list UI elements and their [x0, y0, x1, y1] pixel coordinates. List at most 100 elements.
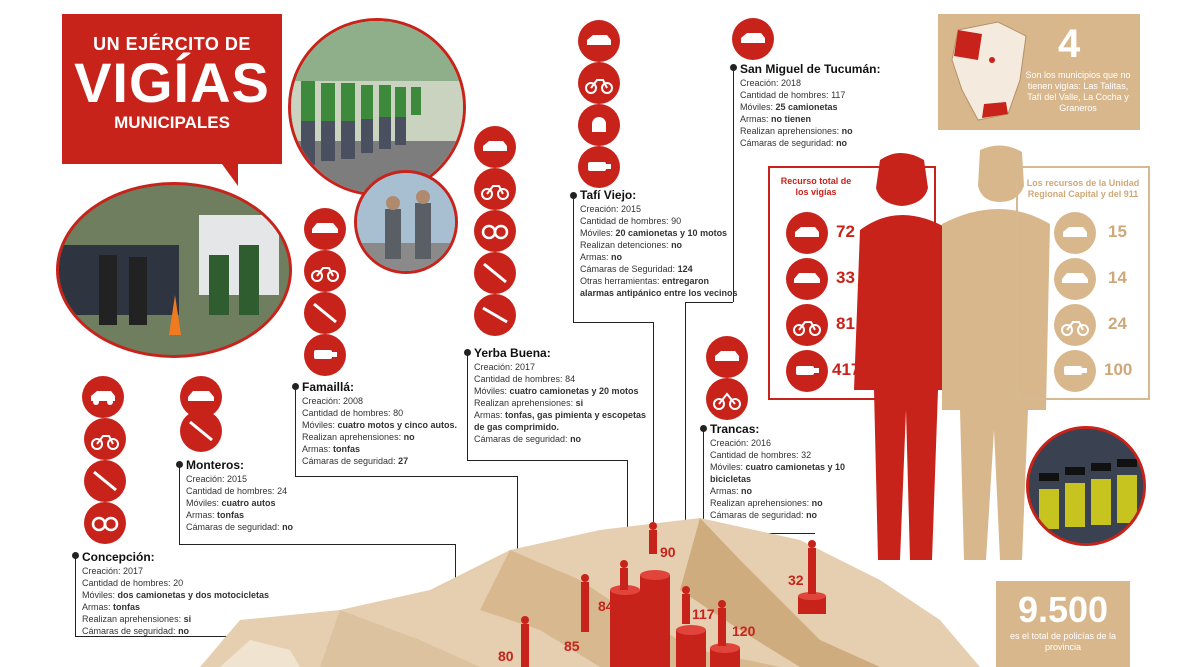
- info-row-key: Realizan aprehensiones:: [710, 498, 812, 508]
- vigias-resources-label: Recurso total de los vigías: [780, 176, 852, 197]
- regional-motorcycles-count: 24: [1108, 314, 1127, 333]
- car-icon: [1054, 258, 1096, 300]
- info-row-value: no: [403, 432, 415, 442]
- info-row: Otras herramientas: entregaron alarmas a…: [580, 275, 740, 299]
- info-row-key: Armas:: [740, 114, 772, 124]
- regional-cars-count: 14: [1108, 268, 1127, 287]
- info-row-value: no: [741, 486, 753, 496]
- truck-icon: [578, 20, 620, 62]
- info-row-key: Cámaras de Seguridad:: [580, 264, 678, 274]
- regional-resources-label: Los recursos de la Unidad Regional Capit…: [1026, 178, 1140, 199]
- info-row-value: no: [836, 138, 848, 148]
- info-row-key: Armas:: [710, 486, 742, 496]
- info-row: Móviles: 25 camionetas: [740, 101, 900, 113]
- info-row-key: Cámaras de seguridad:: [740, 138, 837, 148]
- info-row-key: Cantidad de hombres:: [580, 216, 672, 226]
- info-row: Cantidad de hombres: 20: [82, 577, 342, 589]
- info-row: Cámaras de seguridad: no: [474, 433, 654, 445]
- truck-icon: [1054, 212, 1096, 254]
- info-row-value: entregaron alarmas antipánico entre los …: [580, 276, 738, 298]
- info-row-key: Creación:: [740, 78, 782, 88]
- truck-icon: [82, 376, 124, 418]
- leader-line: [627, 460, 628, 580]
- leader-line: [179, 544, 455, 545]
- map-pin-value: 85: [564, 638, 580, 654]
- info-row: Móviles: cuatro camionetas y 10 biciclet…: [710, 461, 870, 485]
- leader-line: [733, 68, 734, 302]
- info-row-value: no: [671, 240, 683, 250]
- info-row-value: tonfas: [113, 602, 141, 612]
- truck-icon: [706, 336, 748, 378]
- leader-line: [467, 353, 468, 461]
- title-line3: MUNICIPALES: [114, 113, 230, 132]
- info-row-key: Realizan aprehensiones:: [474, 398, 576, 408]
- map-pin-value: 117: [692, 606, 715, 622]
- info-row-key: Creación:: [186, 474, 228, 484]
- title-line2: VIGÍAS: [74, 51, 270, 114]
- regional-cameras-count: 100: [1104, 360, 1133, 379]
- info-row-key: Creación:: [474, 362, 516, 372]
- info-row-key: Móviles:: [474, 386, 510, 396]
- info-row-value: 25 camionetas: [775, 102, 838, 112]
- info-row-value: 20: [173, 578, 184, 588]
- photo-officers-hats: [354, 170, 458, 274]
- leader-line: [685, 302, 733, 303]
- handcuffs-icon: [84, 502, 126, 544]
- info-row-key: Armas:: [580, 252, 612, 262]
- info-row: Realizan aprehensiones: si: [82, 613, 342, 625]
- info-row: Realizan aprehensiones: no: [710, 497, 870, 509]
- municipality-name: Monteros:: [186, 458, 244, 472]
- info-row-key: Creación:: [710, 438, 752, 448]
- vigias-cameras-count: 417: [832, 360, 861, 379]
- car-icon: [786, 258, 828, 300]
- info-row-key: Armas:: [302, 444, 334, 454]
- info-row-key: Móviles:: [740, 102, 776, 112]
- leader-line: [685, 302, 686, 592]
- security-camera-icon: [304, 334, 346, 376]
- info-row: Armas: tonfas: [186, 509, 386, 521]
- info-row: Cámaras de seguridad: no: [82, 625, 342, 637]
- info-row: Móviles: cuatro motos y cinco autos.: [302, 419, 472, 431]
- info-row-value: cuatro camionetas y 10 bicicletas: [710, 462, 846, 484]
- baton-icon: [84, 460, 126, 502]
- info-row-value: no: [811, 498, 823, 508]
- info-row-value: 2017: [515, 362, 536, 372]
- police-total-text: es el total de policías de la provincia: [1009, 631, 1117, 652]
- info-row-value: cuatro camionetas y 20 motos: [509, 386, 639, 396]
- info-row-value: tonfas, gas pimienta y escopetas de gas …: [474, 410, 647, 432]
- info-row-key: Cantidad de hombres:: [740, 90, 832, 100]
- map-pin-value: 80: [498, 648, 514, 664]
- info-row: Móviles: dos camionetas y dos motociclet…: [82, 589, 342, 601]
- info-row: Creación: 2015: [580, 203, 740, 215]
- info-row: Armas: tonfas: [82, 601, 342, 613]
- motorcycle-icon: [84, 418, 126, 460]
- info-row-value: 2017: [123, 566, 144, 576]
- vigias-resources-box: [768, 166, 936, 400]
- motorcycle-icon: [1054, 304, 1096, 346]
- truck-icon: [474, 126, 516, 168]
- motorcycle-icon: [786, 304, 828, 346]
- info-row-key: Otras herramientas:: [580, 276, 663, 286]
- info-row: Cantidad de hombres: 90: [580, 215, 740, 227]
- leader-line: [295, 476, 517, 477]
- baton-icon: [474, 252, 516, 294]
- municipality-count: 4: [1058, 22, 1081, 66]
- baton-icon: [180, 410, 222, 452]
- info-row-value: tonfas: [217, 510, 245, 520]
- info-row: Cantidad de hombres: 117: [740, 89, 900, 101]
- info-row: Cámaras de seguridad: no: [186, 521, 386, 533]
- title-tail: [222, 164, 238, 186]
- info-row-value: dos camionetas y dos motocicletas: [117, 590, 270, 600]
- info-row-value: 2015: [227, 474, 248, 484]
- leader-dot: [464, 349, 471, 356]
- map-cylinders: [521, 522, 826, 667]
- info-row-value: cuatro motos y cinco autos.: [337, 420, 458, 430]
- info-row: Creación: 2016: [710, 437, 870, 449]
- info-row-value: si: [575, 398, 584, 408]
- info-row-key: Realizan aprehensiones:: [302, 432, 404, 442]
- municipality-note: Son los municipios que no tienen vigías:…: [1025, 70, 1131, 113]
- vigias-motorcycles-count: 81: [836, 314, 855, 333]
- photo-police-group: [1026, 426, 1146, 546]
